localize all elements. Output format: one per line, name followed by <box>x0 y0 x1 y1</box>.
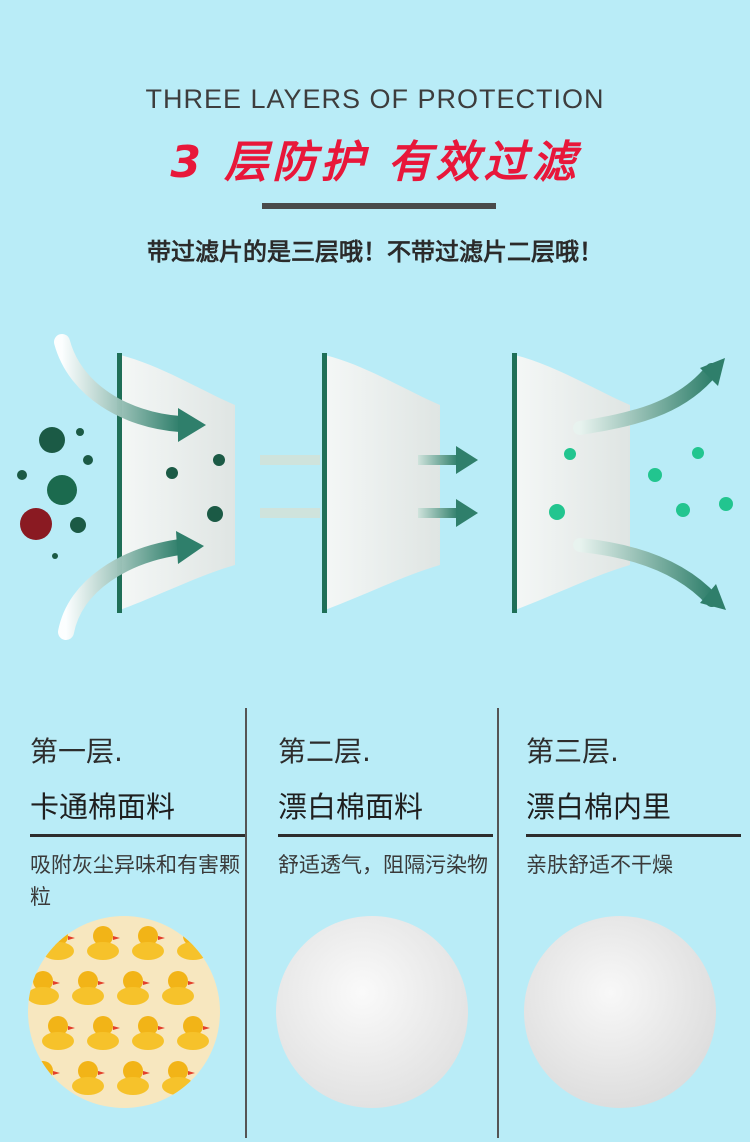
title-rule <box>262 203 496 209</box>
column-divider <box>245 708 247 1138</box>
pass-through-arrows <box>260 446 478 527</box>
column-divider <box>497 708 499 1138</box>
layer-2-panel <box>322 353 440 613</box>
duck-fabric-swatch <box>28 916 220 1108</box>
layer-3: 第三层. 漂白棉内里 亲肤舒适不干燥 <box>526 730 741 881</box>
layer-name: 漂白棉内里 <box>526 784 741 837</box>
layer-1-panel <box>117 353 235 613</box>
inflow-arrow-top <box>54 334 206 442</box>
layer-name: 漂白棉面料 <box>278 784 493 837</box>
filter-note: 带过滤片的是三层哦！不带过滤片二层哦！ <box>147 238 603 266</box>
layer-name: 卡通棉面料 <box>30 784 245 837</box>
layer-number: 第二层. <box>278 735 371 768</box>
layer-1: 第一层. 卡通棉面料 吸附灰尘异味和有害颗粒 <box>30 730 245 913</box>
layer-number: 第三层. <box>526 735 619 768</box>
outflow-arrow-bottom <box>573 538 726 610</box>
layer-number: 第一层. <box>30 735 123 768</box>
layer-description: 亲肤舒适不干燥 <box>526 853 673 877</box>
layer-3-panel <box>512 353 630 613</box>
layer-description: 舒适透气，阻隔污染物 <box>278 853 488 877</box>
clean-air-particles <box>648 447 733 517</box>
white-cotton-swatch <box>524 916 716 1108</box>
subtitle-en: THREE LAYERS OF PROTECTION <box>145 84 605 114</box>
outflow-arrow-top <box>573 358 725 435</box>
white-cotton-swatch <box>276 916 468 1108</box>
virus-icon <box>17 427 93 559</box>
page-title: 3 层防护 有效过滤 <box>170 137 580 188</box>
layer-description: 吸附灰尘异味和有害颗粒 <box>30 853 240 909</box>
filtration-diagram <box>17 334 733 640</box>
inflow-arrow-bottom <box>58 531 204 640</box>
layer-2: 第二层. 漂白棉面料 舒适透气，阻隔污染物 <box>278 730 493 881</box>
